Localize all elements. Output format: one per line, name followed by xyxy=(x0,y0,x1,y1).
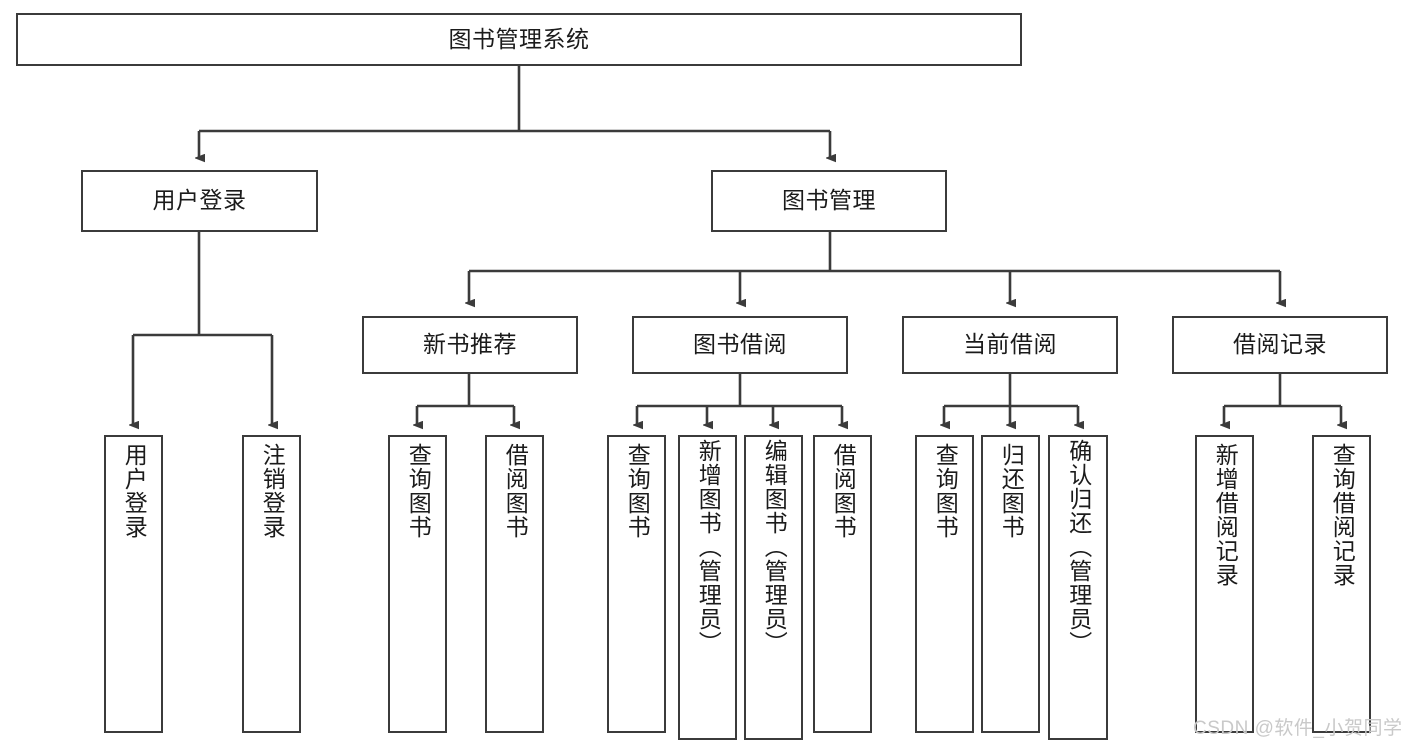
leaf-user-login[interactable]: 用户登录 xyxy=(104,435,163,733)
csdn-watermark: CSDN @软件_小贺同学 xyxy=(1193,718,1403,739)
node-label: 图书借阅 xyxy=(693,331,787,358)
node-label: 借阅图书 xyxy=(502,443,529,539)
node-label: 编辑图书（管理员） xyxy=(761,439,788,655)
node-label: 新增图书（管理员） xyxy=(695,439,722,655)
leaf-borrow-book[interactable]: 借阅图书 xyxy=(813,435,872,733)
node-label: 归还图书 xyxy=(998,443,1025,539)
node-current-borrow[interactable]: 当前借阅 xyxy=(902,316,1118,374)
leaf-user-logout[interactable]: 注销登录 xyxy=(242,435,301,733)
leaf-query-borrow-record[interactable]: 查询借阅记录 xyxy=(1312,435,1371,733)
node-label: 借阅图书 xyxy=(830,443,857,539)
node-label: 借阅记录 xyxy=(1233,331,1327,358)
leaf-query-book-recommend[interactable]: 查询图书 xyxy=(388,435,447,733)
node-label: 图书管理 xyxy=(782,187,876,214)
leaf-query-book-current[interactable]: 查询图书 xyxy=(915,435,974,733)
node-label: 图书管理系统 xyxy=(448,25,590,52)
node-label: 确认归还（管理员） xyxy=(1065,439,1092,655)
node-label: 查询图书 xyxy=(932,443,959,539)
node-label: 新书推荐 xyxy=(423,331,517,358)
leaf-borrow-book-recommend[interactable]: 借阅图书 xyxy=(485,435,544,733)
leaf-confirm-return-admin[interactable]: 确认归还（管理员） xyxy=(1048,435,1108,740)
node-label: 查询图书 xyxy=(624,443,651,539)
node-book-management[interactable]: 图书管理 xyxy=(711,170,947,232)
node-label: 注销登录 xyxy=(259,443,286,539)
leaf-add-borrow-record[interactable]: 新增借阅记录 xyxy=(1195,435,1254,733)
node-label: 当前借阅 xyxy=(963,331,1057,358)
node-new-book-recommend[interactable]: 新书推荐 xyxy=(362,316,578,374)
leaf-return-book[interactable]: 归还图书 xyxy=(981,435,1040,733)
node-book-management-system[interactable]: 图书管理系统 xyxy=(16,13,1022,66)
node-borrow-record[interactable]: 借阅记录 xyxy=(1172,316,1388,374)
node-user-login[interactable]: 用户登录 xyxy=(81,170,318,232)
leaf-add-book-admin[interactable]: 新增图书（管理员） xyxy=(678,435,737,740)
leaf-edit-book-admin[interactable]: 编辑图书（管理员） xyxy=(744,435,803,740)
node-label: 新增借阅记录 xyxy=(1212,443,1239,587)
leaf-query-book-borrow[interactable]: 查询图书 xyxy=(607,435,666,733)
node-book-borrow[interactable]: 图书借阅 xyxy=(632,316,848,374)
node-label: 用户登录 xyxy=(152,187,247,214)
node-label: 查询借阅记录 xyxy=(1329,443,1356,587)
node-label: 查询图书 xyxy=(405,443,432,539)
node-label: 用户登录 xyxy=(121,443,148,539)
